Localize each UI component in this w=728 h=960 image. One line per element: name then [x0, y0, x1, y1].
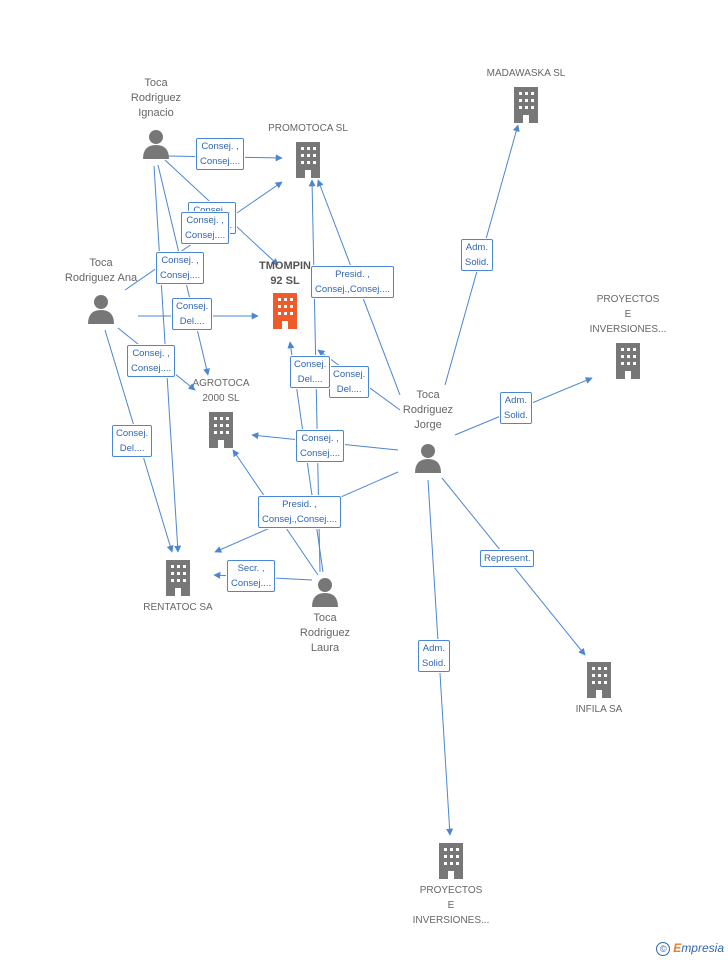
person-ana[interactable]: Toca Rodriguez Ana — [51, 256, 151, 324]
company-label: TMOMPIN 92 SL — [259, 260, 311, 287]
company-proyectos-right[interactable]: PROYECTOS E INVERSIONES... — [578, 292, 678, 379]
relation-label[interactable]: Consej. , Consej.... — [156, 252, 205, 284]
person-label: Toca Rodriguez Laura — [299, 612, 351, 654]
empresia-logo: ©Empresia — [656, 941, 724, 956]
building-icon — [273, 293, 297, 329]
person-jorge[interactable]: Toca Rodriguez Jorge — [378, 388, 478, 473]
person-icon — [312, 578, 338, 607]
person-ignacio[interactable]: Toca Rodriguez Ignacio — [106, 76, 206, 159]
company-label: PROMOTOCA SL — [268, 123, 348, 134]
person-laura[interactable]: Toca Rodriguez Laura — [275, 577, 375, 656]
relation-label[interactable]: Adm. Solid. — [461, 239, 493, 271]
company-infila[interactable]: INFILA SA — [549, 662, 649, 717]
relation-label[interactable]: Adm. Solid. — [500, 392, 532, 424]
building-icon — [296, 142, 320, 178]
person-icon — [143, 130, 169, 159]
relation-label[interactable]: Consej. , Consej.... — [127, 345, 176, 377]
building-icon — [166, 560, 190, 596]
relation-label[interactable]: Presid. , Consej.,Consej.... — [258, 496, 341, 528]
building-icon — [209, 412, 233, 448]
relation-label[interactable]: Secr. , Consej.... — [227, 560, 276, 592]
company-label: RENTATOC SA — [143, 602, 213, 613]
copyright-icon: © — [656, 942, 671, 956]
building-icon — [439, 843, 463, 879]
relation-label[interactable]: Consej. , Consej.... — [181, 212, 230, 244]
relation-label[interactable]: Consej. , Consej.... — [296, 430, 345, 462]
relation-label[interactable]: Consej. Del.... — [329, 366, 370, 398]
relation-label[interactable]: Adm. Solid. — [418, 640, 450, 672]
person-label: Toca Rodriguez Jorge — [402, 389, 454, 431]
relation-label[interactable]: Consej. Del.... — [172, 298, 213, 330]
company-label: PROYECTOS E INVERSIONES... — [589, 294, 667, 335]
person-icon — [415, 444, 441, 473]
company-label: MADAWASKA SL — [486, 68, 566, 79]
relation-label[interactable]: Consej. , Consej.... — [196, 138, 245, 170]
company-label: AGROTOCA 2000 SL — [192, 378, 250, 404]
company-proyectos-bottom[interactable]: PROYECTOS E INVERSIONES... — [401, 843, 501, 928]
company-agrotoca[interactable]: AGROTOCA 2000 SL — [171, 376, 271, 448]
relation-label[interactable]: Consej. Del.... — [290, 356, 331, 388]
company-madawaska[interactable]: MADAWASKA SL — [476, 66, 576, 123]
person-label: Toca Rodriguez Ana — [64, 257, 138, 284]
relation-label[interactable]: Represent. — [480, 550, 535, 567]
company-rentatoc[interactable]: RENTATOC SA — [128, 560, 228, 615]
person-icon — [88, 295, 114, 324]
building-icon — [616, 343, 640, 379]
relation-label[interactable]: Presid. , Consej.,Consej.... — [311, 266, 394, 298]
building-icon — [514, 87, 538, 123]
company-tmompin-focus[interactable]: TMOMPIN 92 SL — [235, 259, 335, 329]
building-icon — [587, 662, 611, 698]
company-label: PROYECTOS E INVERSIONES... — [412, 885, 490, 926]
person-label: Toca Rodriguez Ignacio — [130, 77, 182, 119]
relation-label[interactable]: Consej. Del.... — [112, 425, 153, 457]
company-promotoca[interactable]: PROMOTOCA SL — [258, 121, 358, 178]
company-label: INFILA SA — [575, 704, 623, 715]
